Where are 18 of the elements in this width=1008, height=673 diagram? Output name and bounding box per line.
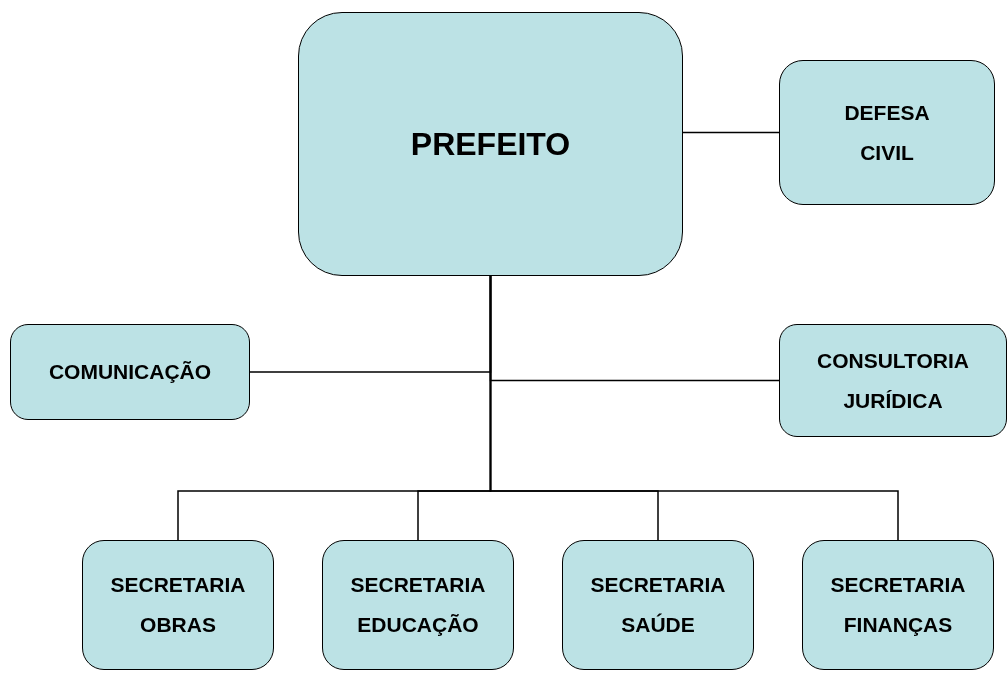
- org-box: [562, 540, 754, 670]
- box-label: SECRETARIA EDUCAÇÃO: [349, 572, 487, 638]
- box-label: PREFEITO: [410, 124, 571, 164]
- org-box: [298, 12, 683, 276]
- box-label: SECRETARIA SAÚDE: [589, 572, 727, 638]
- box-label: CONSULTORIA JURÍDICA: [815, 347, 971, 414]
- box-label: SECRETARIA FINANÇAS: [829, 572, 967, 638]
- connector-line: [489, 275, 899, 541]
- org-box: [802, 540, 994, 670]
- org-box: [779, 324, 1007, 437]
- box-label: SECRETARIA OBRAS: [109, 572, 247, 638]
- org-box: [779, 60, 995, 205]
- org-box: [322, 540, 514, 670]
- org-box: [10, 324, 250, 420]
- box-label: COMUNICAÇÃO: [48, 359, 212, 386]
- org-box: [82, 540, 274, 670]
- box-label: DEFESA CIVIL: [843, 99, 931, 166]
- connector-line: [682, 131, 780, 134]
